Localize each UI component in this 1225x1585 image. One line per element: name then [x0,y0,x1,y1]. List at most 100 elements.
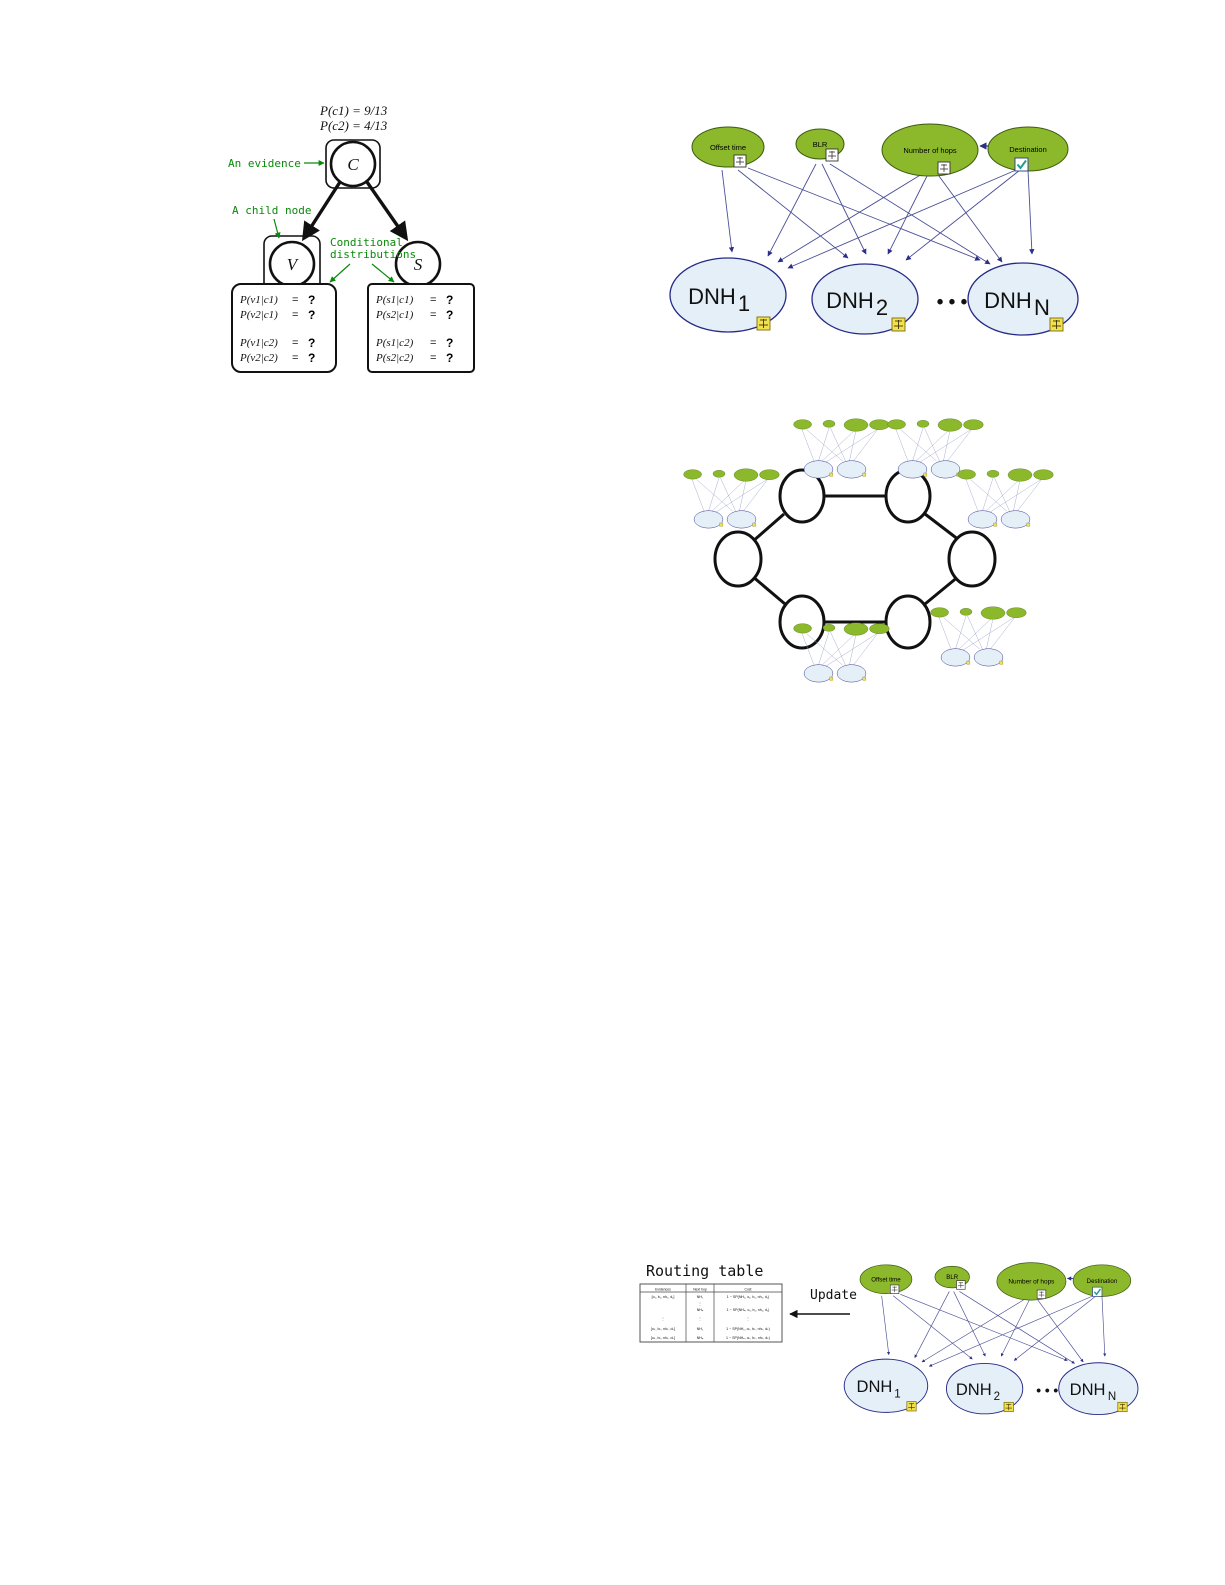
routing-table-header-0: Evidences [655,1288,671,1292]
prior-c1: P(c1) = 9/13 [319,103,388,118]
routing-row-1-cost: 1 − SP(NHₙ, o₁, b₁, nh₁, d₁) [727,1308,770,1312]
ring-node-4 [884,594,932,650]
routing-row-2-cost: ⋮ [746,1317,750,1321]
routing-table: Evidences Next hop Cost [o₁, b₁, nh₁, d₁… [639,1283,783,1343]
cpt-s-row-2-val: ? [446,336,453,350]
ring-node-6 [713,530,763,588]
check-icon[interactable] [1014,157,1029,172]
cpt-s-row-1-expr: P(s2|c1) [375,309,414,321]
node-destination[interactable]: Destination [1072,1264,1132,1297]
cpt-v-row-0-expr: P(v1|c1) [239,294,278,306]
routing-row-0-cost: 1 − SP(NH₁, o₁, b₁, nh₁, d₁) [727,1295,770,1299]
dnh-ellipsis: • • • [937,292,968,313]
node-dnhN-subscript: N [1034,295,1050,320]
node-offset-time-label: Offset time [871,1276,901,1283]
routing-row-0-nexthop: NH₁ [697,1295,704,1299]
ring-edge-lower-right [924,574,960,606]
cpt-s-row-3-expr: P(s2|c2) [375,352,414,364]
bar-chart-icon[interactable] [889,1284,900,1294]
cpt-box-v [231,283,337,373]
bar-chart-icon[interactable] [825,148,839,162]
node-dnh2-label: DNH [826,288,874,313]
cpt-v-eq-2: = [292,337,298,349]
routing-row-3-cost: 1 − SP(NH₁, oₖ, bₖ, nhₖ, dₖ) [726,1327,770,1331]
node-dnh1[interactable]: DNH 1 [669,257,787,333]
edge-c-to-v [301,181,342,242]
bar-chart-icon[interactable] [906,1401,917,1412]
figure-routing-update: Routing table Evidences Next hop Cost [o… [632,1252,1139,1417]
table-row: [o₁, b₁, nh₁, d₁] NH₁ 1 − SP(NH₁, o₁, b₁… [652,1295,770,1299]
annotation-child-label: A child node [232,204,311,217]
bar-chart-icon[interactable] [1049,317,1064,332]
cpt-v-eq-1: = [292,309,298,321]
node-dnh2-subscript: 2 [994,1391,1000,1403]
check-icon[interactable] [1092,1286,1103,1297]
node-offset-time[interactable]: Offset time [859,1264,913,1294]
cpt-s-eq-2: = [430,337,436,349]
cpt-v-row-0-val: ? [308,293,315,307]
bar-chart-icon[interactable] [733,154,747,168]
node-dnhN[interactable]: DNH N [1058,1362,1139,1416]
mini-network-right [957,468,1054,529]
cpt-s-row-0-expr: P(s1|c1) [375,294,414,306]
annotation-child-pointer [273,218,281,239]
annotation-conditional-pointer-right [371,263,395,283]
node-dnh2-label: DNH [956,1380,992,1399]
annotation-evidence-label: An evidence [228,157,301,170]
node-c[interactable] [329,140,377,188]
annotation-conditional-line1: Conditional [330,236,403,249]
bar-chart-icon[interactable] [937,161,951,175]
bar-chart-icon[interactable] [956,1280,966,1290]
cpt-s-eq-1: = [430,309,436,321]
node-v-label: V [287,255,300,274]
bar-chart-icon[interactable] [1036,1289,1047,1299]
node-number-of-hops[interactable]: Number of hops [881,123,979,177]
ring-node-1 [778,468,826,524]
table-row: ⋮ NHₙ 1 − SP(NHₙ, o₁, b₁, nh₁, d₁) [697,1302,770,1312]
node-number-of-hops-label: Number of hops [903,146,957,155]
node-number-of-hops[interactable]: Number of hops [996,1262,1067,1301]
evidence-highlight-box [325,139,381,189]
routing-row-3-evidence: [oₖ, bₖ, nhₖ, dₖ] [651,1327,675,1331]
mini-network-top-right [887,418,984,479]
cpt-v-row-2-expr: P(v1|c2) [239,337,278,349]
node-blr[interactable]: BLR [934,1265,970,1290]
bar-chart-icon[interactable] [891,317,906,332]
routing-row-2-nexthop: ⋮ [698,1317,702,1321]
node-dnh2[interactable]: DNH 2 [945,1362,1024,1415]
mini-network-bottom-left [793,622,890,683]
mini-network-bottom-right [930,606,1027,667]
node-blr[interactable]: BLR [795,128,845,162]
node-destination[interactable]: Destination [987,126,1069,172]
node-dnhN-label: DNH [984,288,1032,313]
cpt-box-s [367,283,475,373]
routing-bn: Offset time BLR [843,1262,1139,1416]
node-dnhN-label: DNH [1070,1380,1106,1399]
dnh-ellipsis: • • • [1036,1383,1058,1398]
node-dnh1[interactable]: DNH 1 [843,1358,929,1413]
routing-row-4-cost: 1 − SP(NHₙ, oₖ, bₖ, nhₖ, dₖ) [726,1336,770,1340]
node-c-label: C [347,155,359,174]
node-offset-time-label: Offset time [710,143,746,152]
bar-chart-icon[interactable] [1003,1401,1014,1413]
cpt-s-eq-0: = [430,294,436,306]
mini-network-top-left [793,418,890,479]
node-dnh2[interactable]: DNH 2 [811,263,919,335]
bar-chart-icon[interactable] [1117,1401,1128,1413]
update-label: Update [810,1288,857,1303]
node-dnh1-label: DNH [857,1377,893,1396]
node-destination-label: Destination [1087,1278,1118,1285]
node-dnhN[interactable]: DNH N [967,262,1079,336]
bar-chart-icon[interactable] [756,316,771,331]
node-dnh1-subscript: 1 [894,1388,900,1400]
node-destination-label: Destination [1009,145,1047,154]
cpt-s-row-2-expr: P(s1|c2) [375,337,414,349]
cpt-s-row-3-val: ? [446,351,453,365]
cpt-v-eq-3: = [292,352,298,364]
node-offset-time[interactable]: Offset time [691,126,765,168]
node-dnh1-label: DNH [688,284,736,309]
cpt-s-row-0-val: ? [446,293,453,307]
cpt-v-row-3-val: ? [308,351,315,365]
cpt-v-eq-0: = [292,294,298,306]
ring-edge-upper-left [751,512,785,544]
